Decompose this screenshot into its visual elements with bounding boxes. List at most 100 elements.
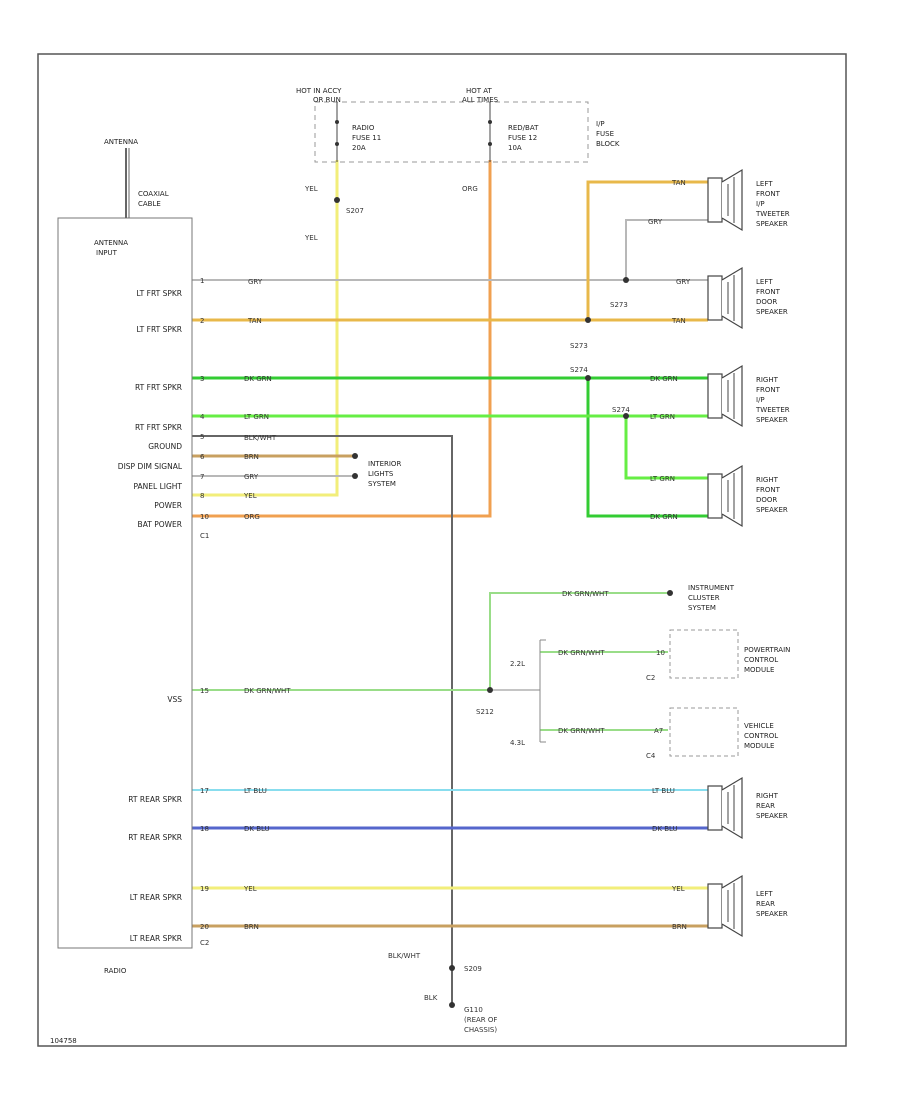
block-label: CLUSTER bbox=[688, 594, 720, 602]
speaker-rf-tweeter: RIGHT FRONT I/P TWEETER SPEAKER bbox=[707, 365, 790, 427]
input-label-2: INPUT bbox=[96, 249, 118, 257]
connector-c1: C1 bbox=[200, 532, 209, 540]
svg-text:SPEAKER: SPEAKER bbox=[756, 506, 788, 514]
wire-label-ltgrn: LT GRN bbox=[650, 413, 675, 421]
wire-label-blkwht: BLK/WHT bbox=[388, 952, 421, 960]
pin-label: POWER bbox=[154, 501, 182, 510]
wire-label-vss: DK GRN/WHT bbox=[244, 687, 291, 695]
footer-code: 104758 bbox=[50, 1037, 77, 1045]
wire-org-bat bbox=[192, 160, 492, 518]
hot-right-1: HOT AT bbox=[466, 87, 493, 95]
engine-bracket bbox=[539, 639, 546, 743]
diagram-frame bbox=[37, 53, 847, 1047]
block-label: SYSTEM bbox=[368, 480, 396, 488]
block-conn: C2 bbox=[646, 674, 655, 682]
speaker-rr: RIGHT REAR SPEAKER bbox=[707, 777, 788, 839]
radio-pin-numbers: 1 2 3 4 5 6 7 8 10 15 17 18 19 20 bbox=[200, 277, 209, 931]
splice-dot bbox=[334, 197, 340, 203]
wire-label-dkblu: DK BLU bbox=[244, 825, 270, 833]
svg-text:DOOR: DOOR bbox=[756, 298, 777, 306]
block-label: INTERIOR bbox=[368, 460, 401, 468]
splice-label: S273 bbox=[610, 301, 628, 309]
wire-label-dkblu: DK BLU bbox=[652, 825, 678, 833]
svg-text:SPEAKER: SPEAKER bbox=[756, 910, 788, 918]
wire-ground bbox=[192, 435, 453, 1005]
wire-label-dkgrn: DK GRN bbox=[244, 375, 272, 383]
wire-label-org: ORG bbox=[462, 185, 478, 193]
wire-gry-tweeter bbox=[625, 219, 708, 280]
pin-number: 8 bbox=[200, 492, 204, 500]
hot-left-1: HOT IN ACCY bbox=[296, 87, 342, 95]
fuse-left-2: FUSE 11 bbox=[352, 134, 381, 142]
fuse-block: HOT IN ACCY OR RUN HOT AT ALL TIMES RADI… bbox=[296, 87, 620, 163]
wire-yel-power bbox=[192, 160, 339, 497]
svg-text:TWEETER: TWEETER bbox=[755, 406, 790, 414]
wire-label-tan: TAN bbox=[671, 179, 686, 187]
splice-dot bbox=[449, 965, 455, 971]
coax-label-1: COAXIAL bbox=[138, 190, 169, 198]
block-2: FUSE bbox=[596, 130, 614, 138]
pin-number: 20 bbox=[200, 923, 209, 931]
radio-pin-labels: LT FRT SPKR LT FRT SPKR RT FRT SPKR RT F… bbox=[118, 289, 183, 943]
svg-text:LEFT: LEFT bbox=[756, 180, 773, 188]
wire-label-vss: DK GRN/WHT bbox=[558, 649, 605, 657]
pin-number: 10 bbox=[200, 513, 209, 521]
pin-label: DISP DIM SIGNAL bbox=[118, 462, 183, 471]
pin-number: 7 bbox=[200, 473, 204, 481]
svg-text:SPEAKER: SPEAKER bbox=[756, 308, 788, 316]
svg-text:RIGHT: RIGHT bbox=[756, 376, 779, 384]
engine-43: 4.3L bbox=[510, 739, 525, 747]
wire-ltgrn-door bbox=[624, 416, 708, 480]
pin-number: 3 bbox=[200, 375, 204, 383]
speaker-lf-tweeter: LEFT FRONT I/P TWEETER SPEAKER bbox=[707, 169, 790, 231]
block-1: I/P bbox=[596, 120, 605, 128]
wire-label-dkgrn: DK GRN bbox=[650, 513, 678, 521]
svg-text:RIGHT: RIGHT bbox=[756, 476, 779, 484]
block-label: VEHICLE bbox=[744, 722, 774, 730]
block-label: MODULE bbox=[744, 666, 774, 674]
svg-text:SPEAKER: SPEAKER bbox=[756, 220, 788, 228]
wire-label-tan: TAN bbox=[247, 317, 262, 325]
input-label-1: ANTENNA bbox=[94, 239, 128, 247]
splice-dot bbox=[585, 317, 591, 323]
wire-label-dkgrn: DK GRN bbox=[650, 375, 678, 383]
svg-text:DOOR: DOOR bbox=[756, 496, 777, 504]
wire-label-tan: TAN bbox=[671, 317, 686, 325]
pin-label: BAT POWER bbox=[138, 520, 182, 529]
wire-tan-tweeter bbox=[586, 180, 708, 320]
svg-text:RIGHT: RIGHT bbox=[756, 792, 779, 800]
block-label: CONTROL bbox=[744, 656, 778, 664]
pin-label: LT FRT SPKR bbox=[137, 289, 182, 298]
vcm-block: A7 C4 VEHICLE CONTROL MODULE bbox=[646, 707, 778, 760]
wire-label-gry: GRY bbox=[244, 473, 259, 481]
svg-text:SPEAKER: SPEAKER bbox=[756, 812, 788, 820]
block-conn: C4 bbox=[646, 752, 656, 760]
hot-left-2: OR RUN bbox=[313, 96, 341, 104]
splice-label: S212 bbox=[476, 708, 494, 716]
pin-label: RT REAR SPKR bbox=[128, 795, 182, 804]
wire-label-ltblu: LT BLU bbox=[244, 787, 267, 795]
pin-label: GROUND bbox=[148, 442, 182, 451]
connector-dot bbox=[667, 590, 673, 596]
wire-label-yel: YEL bbox=[671, 885, 685, 893]
wire-label-gry: GRY bbox=[676, 278, 691, 286]
svg-text:FRONT: FRONT bbox=[756, 288, 781, 296]
speaker-rf-door: RIGHT FRONT DOOR SPEAKER bbox=[707, 465, 788, 527]
svg-text:I/P: I/P bbox=[756, 200, 765, 208]
splice-dot bbox=[487, 687, 493, 693]
svg-text:SPEAKER: SPEAKER bbox=[756, 416, 788, 424]
svg-text:FRONT: FRONT bbox=[756, 386, 781, 394]
wire-dkgrn-door bbox=[586, 378, 708, 518]
antenna-label: ANTENNA bbox=[104, 138, 138, 146]
wire-label-gry: GRY bbox=[248, 278, 263, 286]
pin-label: LT FRT SPKR bbox=[137, 325, 182, 334]
engine-22: 2.2L bbox=[510, 660, 525, 668]
block-pin: A7 bbox=[654, 727, 663, 735]
wire-label-yel: YEL bbox=[243, 492, 257, 500]
fuse-right-3: 10A bbox=[508, 144, 522, 152]
pcm-block: 10 C2 POWERTRAIN CONTROL MODULE bbox=[646, 629, 790, 682]
block-label: MODULE bbox=[744, 742, 774, 750]
block-label: SYSTEM bbox=[688, 604, 716, 612]
pin-number: 4 bbox=[200, 413, 205, 421]
